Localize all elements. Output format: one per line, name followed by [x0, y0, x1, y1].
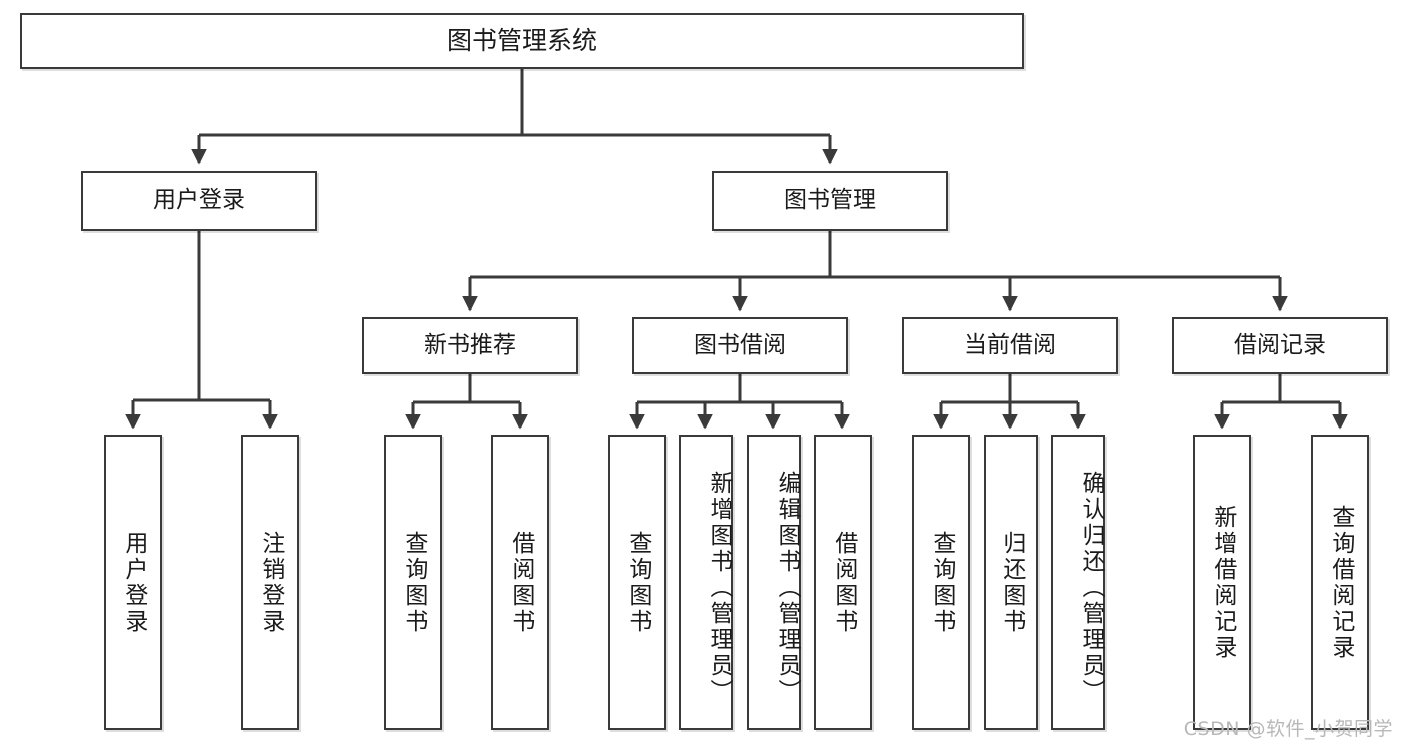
leaf-borrow-query-book[interactable]: 查询图书 — [608, 435, 666, 730]
leaf-borrow-edit-book-admin-label: 编辑图书（管理员） — [774, 470, 800, 705]
node-user-login-label: 用户登录 — [153, 187, 245, 214]
leaf-record-add-record-label: 新增借阅记录 — [1209, 504, 1236, 661]
node-current-borrow[interactable]: 当前借阅 — [902, 317, 1118, 374]
leaf-borrow-borrow-book[interactable]: 借阅图书 — [814, 435, 872, 730]
node-book-management-label: 图书管理 — [784, 187, 876, 214]
node-user-login[interactable]: 用户登录 — [81, 171, 317, 231]
node-new-book-recommend-label: 新书推荐 — [424, 331, 516, 358]
node-borrow-record-label: 借阅记录 — [1234, 331, 1326, 358]
leaf-current-return-book-label: 归还图书 — [998, 530, 1025, 635]
leaf-record-add-record[interactable]: 新增借阅记录 — [1193, 435, 1251, 730]
node-borrow-record[interactable]: 借阅记录 — [1172, 317, 1388, 374]
leaf-current-confirm-return-admin-label: 确认归还（管理员） — [1078, 470, 1104, 705]
leaf-current-confirm-return-admin[interactable]: 确认归还（管理员） — [1051, 435, 1105, 730]
leaf-record-query-record-label: 查询借阅记录 — [1327, 504, 1354, 661]
leaf-current-query-book[interactable]: 查询图书 — [912, 435, 970, 730]
node-root-label: 图书管理系统 — [446, 26, 597, 55]
leaf-newbook-query-book-label: 查询图书 — [400, 530, 427, 635]
leaf-login-logout-label: 注销登录 — [257, 530, 284, 635]
leaf-current-return-book[interactable]: 归还图书 — [984, 435, 1038, 730]
node-current-borrow-label: 当前借阅 — [964, 331, 1056, 358]
leaf-login-user-login-label: 用户登录 — [120, 530, 147, 635]
leaf-newbook-borrow-book-label: 借阅图书 — [507, 530, 534, 635]
leaf-borrow-borrow-book-label: 借阅图书 — [830, 530, 857, 635]
leaf-borrow-edit-book-admin[interactable]: 编辑图书（管理员） — [747, 435, 801, 730]
leaf-current-query-book-label: 查询图书 — [928, 530, 955, 635]
node-book-borrow-label: 图书借阅 — [694, 331, 786, 358]
leaf-borrow-add-book-admin[interactable]: 新增图书（管理员） — [679, 435, 733, 730]
csdn-watermark: CSDN @软件_小贺同学 — [1183, 718, 1393, 740]
leaf-login-user-login[interactable]: 用户登录 — [104, 435, 162, 730]
leaf-newbook-borrow-book[interactable]: 借阅图书 — [491, 435, 549, 730]
leaf-borrow-query-book-label: 查询图书 — [624, 530, 651, 635]
leaf-login-logout[interactable]: 注销登录 — [241, 435, 299, 730]
node-book-borrow[interactable]: 图书借阅 — [632, 317, 848, 374]
leaf-newbook-query-book[interactable]: 查询图书 — [384, 435, 442, 730]
leaf-record-query-record[interactable]: 查询借阅记录 — [1311, 435, 1369, 730]
node-root[interactable]: 图书管理系统 — [20, 13, 1024, 69]
leaf-borrow-add-book-admin-label: 新增图书（管理员） — [706, 470, 732, 705]
node-new-book-recommend[interactable]: 新书推荐 — [362, 317, 578, 374]
node-book-management[interactable]: 图书管理 — [712, 171, 948, 231]
